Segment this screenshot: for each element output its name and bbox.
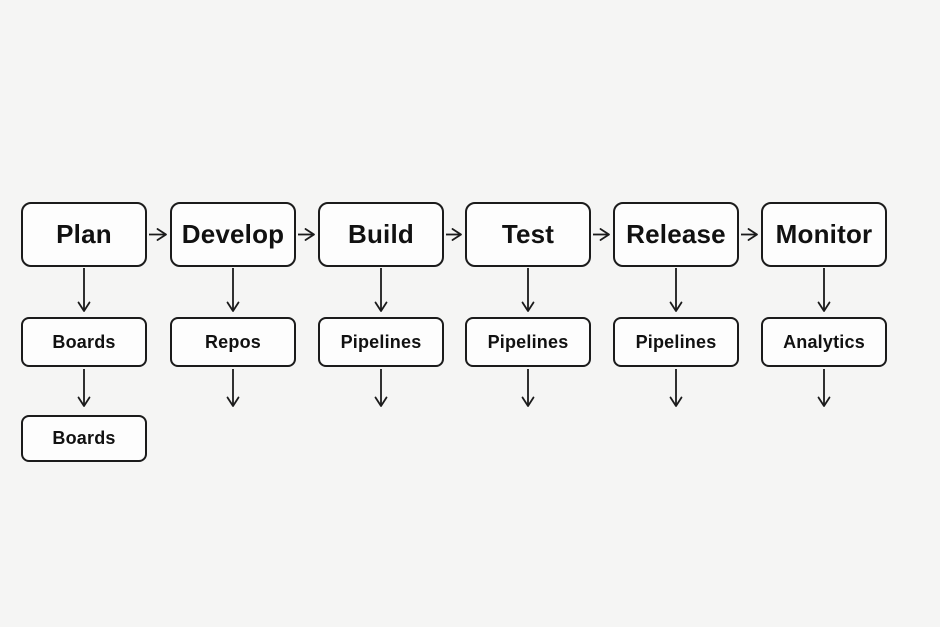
stage-box-build: Build: [318, 202, 444, 267]
sub-box-boards: Boards: [21, 415, 147, 462]
stage-box-test: Test: [465, 202, 591, 267]
tool-box-pipelines-2: Pipelines: [465, 317, 591, 367]
stage-box-monitor: Monitor: [761, 202, 887, 267]
stage-box-develop: Develop: [170, 202, 296, 267]
tool-box-pipelines-3: Pipelines: [613, 317, 739, 367]
tool-outflow-arrows: [77, 369, 831, 407]
tool-box-repos: Repos: [170, 317, 296, 367]
tool-box-pipelines-1: Pipelines: [318, 317, 444, 367]
stage-box-release: Release: [613, 202, 739, 267]
stage-box-plan: Plan: [21, 202, 147, 267]
tool-box-analytics: Analytics: [761, 317, 887, 367]
tool-box-boards: Boards: [21, 317, 147, 367]
stage-to-tool-arrows: [77, 268, 831, 312]
